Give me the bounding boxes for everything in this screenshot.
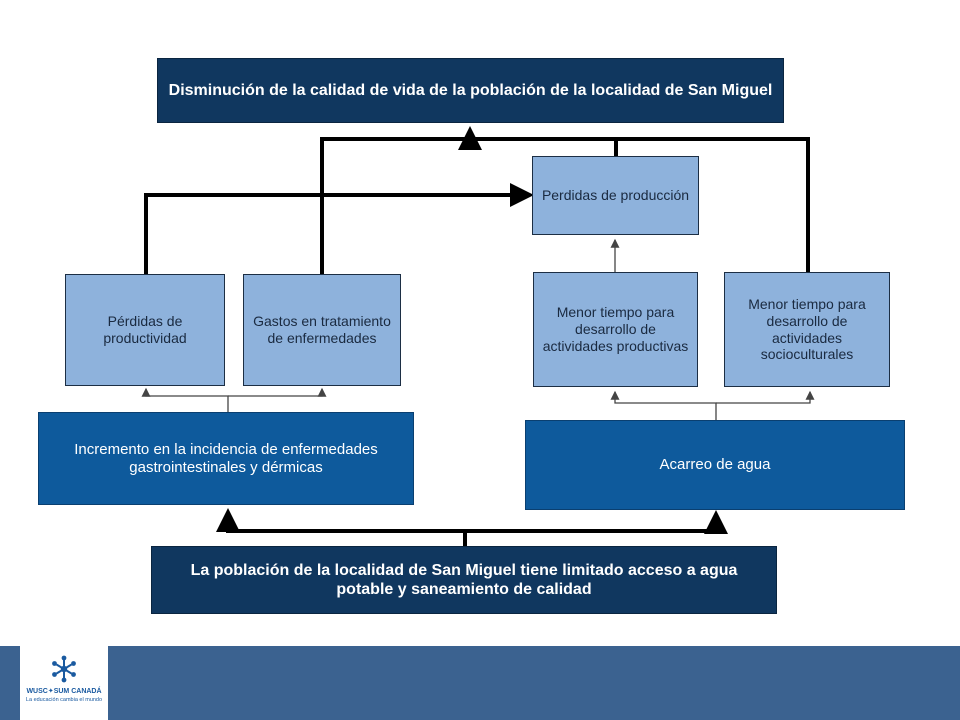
snowflake-people-icon (52, 655, 76, 683)
arrow-incremento-to-effects (141, 387, 327, 412)
wusc-logo: WUSC✦SUM CANADÁ La educación cambia el m… (20, 646, 108, 720)
arrow-gastos-to-top (320, 137, 470, 274)
perdidas-productividad-box: Pérdidas de productividad (65, 274, 225, 386)
arrow-productividad-to-perdidas-produccion (144, 183, 534, 274)
logo-tagline: La educación cambia el mundo (25, 697, 103, 703)
perdidas-produccion-text: Perdidas de producción (541, 187, 690, 204)
acarreo-agua-box: Acarreo de agua (525, 420, 905, 510)
menor-tiempo-socioculturales-box: Menor tiempo para desarrollo de activida… (724, 272, 890, 387)
perdidas-productividad-text: Pérdidas de productividad (103, 313, 187, 346)
arrow-produccion-to-top (470, 137, 618, 156)
logo-name: WUSC✦SUM CANADÁ (26, 688, 102, 695)
menor-tiempo-productivas-box: Menor tiempo para desarrollo de activida… (533, 272, 698, 387)
menor-tiempo-socioculturales-text: Menor tiempo para desarrollo de activida… (748, 295, 866, 363)
gastos-tratamiento-text: Gastos en tratamiento de enfermedades (253, 313, 391, 346)
incremento-incidencia-box: Incremento en la incidencia de enfermeda… (38, 412, 414, 505)
problema-central-box: La población de la localidad de San Migu… (151, 546, 777, 614)
arrow-acarreo-to-effects (610, 390, 815, 420)
footer-bar (0, 646, 960, 720)
effect-top-text: Disminución de la calidad de vida de la … (168, 81, 773, 99)
menor-tiempo-productivas-text: Menor tiempo para desarrollo de activida… (542, 304, 689, 354)
problema-central-text: La población de la localidad de San Migu… (190, 561, 738, 598)
arrow-socioculturales-to-top (616, 137, 810, 274)
arrow-problem-to-causes (216, 508, 728, 546)
incremento-incidencia-text: Incremento en la incidencia de enfermeda… (74, 440, 378, 476)
gastos-tratamiento-box: Gastos en tratamiento de enfermedades (243, 274, 401, 386)
effect-top-box: Disminución de la calidad de vida de la … (157, 58, 784, 123)
perdidas-produccion-box: Perdidas de producción (532, 156, 699, 235)
acarreo-agua-text: Acarreo de agua (659, 456, 771, 473)
